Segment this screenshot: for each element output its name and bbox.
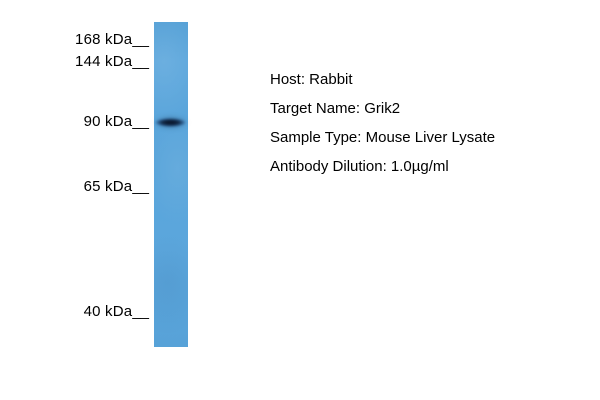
mw-label: 144 kDa bbox=[75, 53, 133, 70]
mw-tick: __ bbox=[132, 113, 149, 130]
mw-tick: __ bbox=[132, 303, 149, 320]
mw-tick: __ bbox=[132, 31, 149, 48]
protein-band bbox=[155, 118, 186, 127]
mw-marker-90: 90 kDa__ bbox=[0, 113, 149, 131]
annotation-target: Target Name: Grik2 bbox=[270, 100, 401, 117]
mw-tick: __ bbox=[132, 178, 149, 195]
mw-label: 168 kDa bbox=[75, 31, 133, 48]
blot-lane bbox=[153, 22, 189, 347]
mw-label: 65 kDa bbox=[83, 178, 133, 195]
mw-label: 90 kDa bbox=[83, 113, 133, 130]
mw-marker-168: 168 kDa__ bbox=[0, 31, 149, 49]
annotation-sample: Sample Type: Mouse Liver Lysate bbox=[270, 129, 496, 146]
mw-marker-144: 144 kDa__ bbox=[0, 53, 149, 71]
mw-tick: __ bbox=[132, 53, 149, 70]
annotation-dilution: Antibody Dilution: 1.0µg/ml bbox=[270, 158, 449, 175]
mw-label: 40 kDa bbox=[83, 303, 133, 320]
annotation-host: Host: Rabbit bbox=[270, 71, 353, 88]
mw-marker-40: 40 kDa__ bbox=[0, 303, 149, 321]
mw-marker-65: 65 kDa__ bbox=[0, 178, 149, 196]
